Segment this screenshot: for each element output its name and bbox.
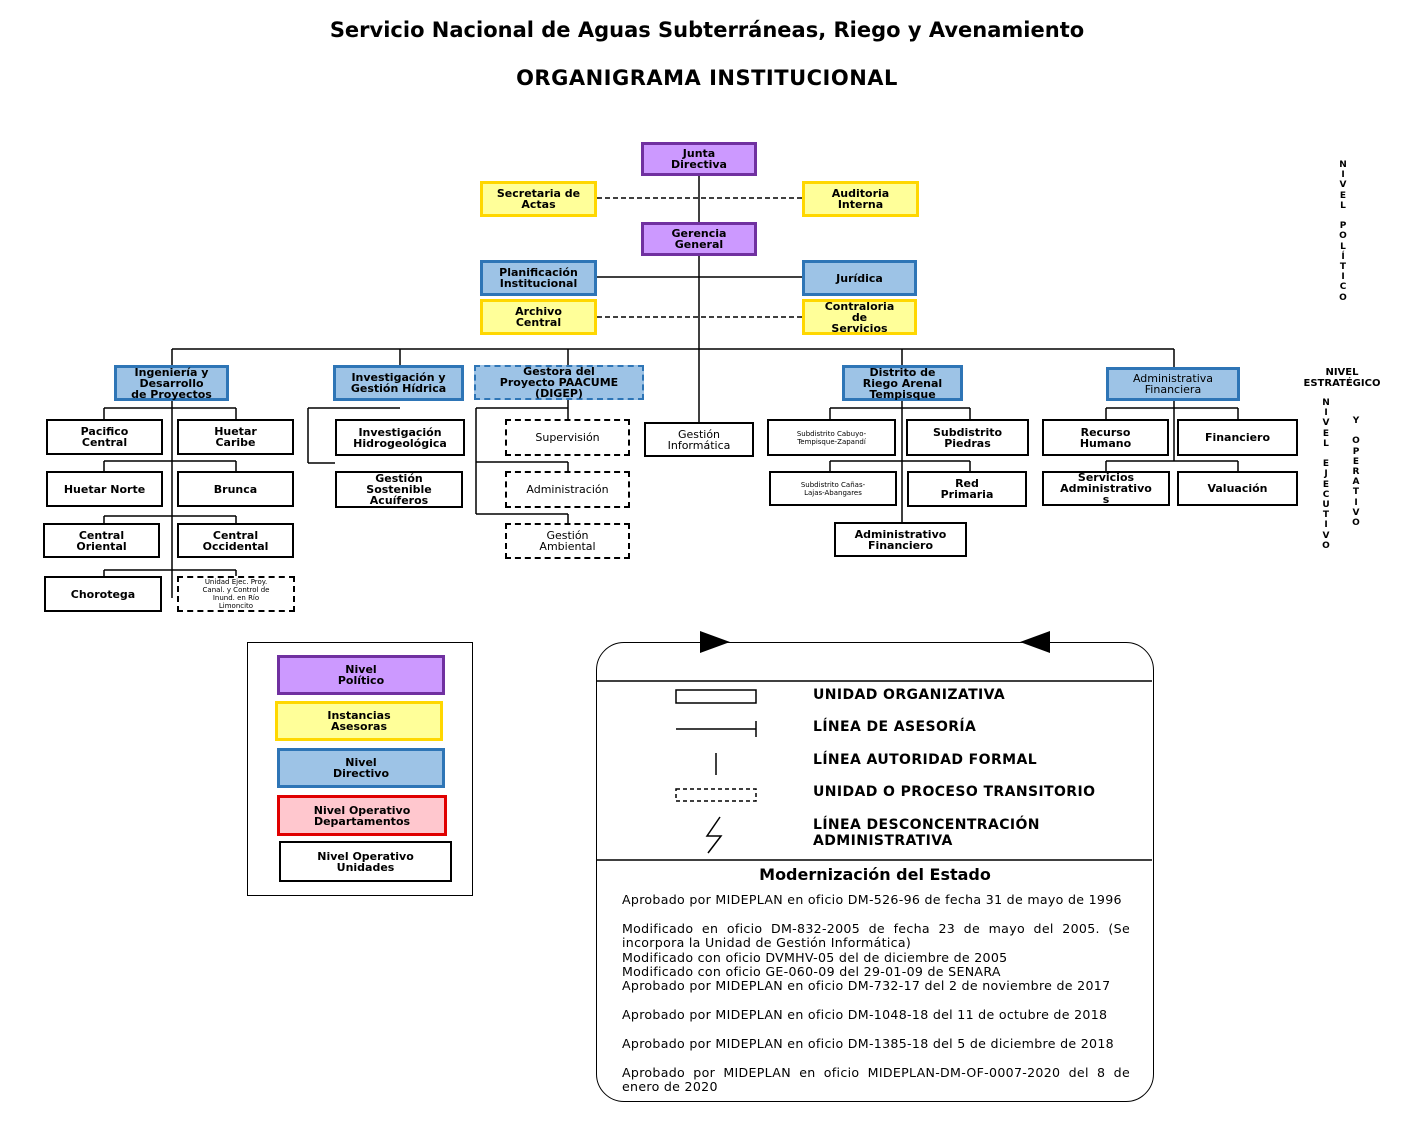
color-legend: Nivel Político Instancias Asesoras Nivel… (247, 642, 473, 896)
legend-instancias-asesoras: Instancias Asesoras (275, 701, 443, 741)
symbol-unidad-transitoria: UNIDAD O PROCESO TRANSITORIO (813, 784, 1096, 800)
box-gestion-informatica: Gestión Informática (644, 422, 754, 457)
box-huetar-norte: Huetar Norte (46, 471, 163, 507)
box-servicios-administrativos: Servicios Administrativo s (1042, 471, 1170, 506)
symbol-linea-autoridad: LÍNEA AUTORIDAD FORMAL (813, 752, 1038, 768)
label-nivel-ejecutivo: N I V E L E J E C U T I V O (1322, 398, 1330, 551)
box-central-oriental: Central Oriental (43, 523, 160, 558)
note-4: Modificado con oficio GE-060-09 del 29-0… (622, 964, 1001, 979)
box-pacifico-central: Pacifico Central (46, 419, 163, 455)
page-subtitle: ORGANIGRAMA INSTITUCIONAL (516, 66, 898, 90)
symbol-linea-desconcentracion: LÍNEA DESCONCENTRACIÓN ADMINISTRATIVA (813, 817, 1040, 849)
box-brunca: Brunca (177, 471, 294, 507)
box-investigacion: Investigación y Gestión Hídrica (333, 365, 464, 401)
box-distrito-riego: Distrito de Riego Arenal Tempisque (842, 365, 963, 401)
label-y-operativo: Y O P E R A T I V O (1352, 416, 1360, 529)
box-gestion-ambiental: Gestión Ambiental (505, 523, 630, 559)
box-administrativa-financiera: Administrativa Financiera (1106, 367, 1240, 401)
legend-nivel-operativo-unidades: Nivel Operativo Unidades (279, 841, 452, 882)
box-huetar-caribe: Huetar Caribe (177, 419, 294, 455)
label-nivel-politico: N I V E L P O L Í T I C O (1339, 160, 1347, 303)
symbol-legend: UNIDAD ORGANIZATIVA LÍNEA DE ASESORÍA LÍ… (596, 642, 1154, 1102)
box-subdistrito-canas: Subdistrito Cañas- Lajas-Abangares (769, 471, 897, 506)
symbol-legend-graphics (597, 680, 1152, 861)
note-6: Aprobado por MIDEPLAN en oficio DM-1048-… (622, 1007, 1108, 1022)
box-gestora-paacume: Gestora del Proyecto PAACUME (DIGEP) (474, 365, 644, 400)
box-junta-directiva: Junta Directiva (641, 142, 757, 176)
box-planificacion: Planificación Institucional (480, 260, 597, 296)
box-subdistrito-cabuyo: Subdistrito Cabuyo- Tempisque-Zapandí (767, 419, 896, 456)
box-contraloria: Contraloria de Servicios (802, 299, 917, 335)
note-7: Aprobado por MIDEPLAN en oficio DM-1385-… (622, 1036, 1114, 1051)
box-gerencia-general: Gerencia General (641, 222, 757, 256)
box-recurso-humano: Recurso Humano (1042, 419, 1169, 456)
box-chorotega: Chorotega (44, 576, 162, 612)
box-secretaria-actas: Secretaria de Actas (480, 181, 597, 217)
box-valuacion: Valuación (1177, 471, 1298, 506)
box-red-primaria: Red Primaria (907, 471, 1027, 507)
note-8: Aprobado por MIDEPLAN en oficio MIDEPLAN… (622, 1065, 1130, 1095)
symbol-linea-asesoria: LÍNEA DE ASESORÍA (813, 719, 977, 735)
box-gestion-acuiferos: Gestión Sostenible Acuíferos (335, 471, 463, 508)
legend-nivel-operativo-departamentos: Nivel Operativo Departamentos (277, 795, 447, 836)
box-administracion: Administración (505, 471, 630, 508)
note-5: Aprobado por MIDEPLAN en oficio DM-732-1… (622, 978, 1111, 993)
modernizacion-title: Modernización del Estado (759, 865, 991, 884)
box-unidad-ejecutora: Unidad Ejec. Proy. Canal. y Control de I… (177, 576, 295, 612)
box-supervision: Supervisión (505, 419, 630, 456)
symbol-unidad-organizativa: UNIDAD ORGANIZATIVA (813, 687, 1006, 703)
note-2: Modificado en oficio DM-832-2005 de fech… (622, 921, 1130, 951)
box-archivo-central: Archivo Central (480, 299, 597, 335)
legend-nivel-directivo: Nivel Directivo (277, 748, 445, 788)
box-central-occidental: Central Occidental (177, 523, 294, 558)
note-3: Modificado con oficio DVMHV-05 del de di… (622, 950, 1008, 965)
box-inv-hidrogeologica: Investigación Hidrogeológica (335, 419, 465, 456)
page-title: Servicio Nacional de Aguas Subterráneas,… (329, 18, 1085, 42)
box-financiero: Financiero (1177, 419, 1298, 456)
box-administrativo-financiero: Administrativo Financiero (834, 522, 967, 557)
box-auditoria-interna: Auditoria Interna (802, 181, 919, 217)
box-subdistrito-piedras: Subdistrito Piedras (906, 419, 1029, 456)
box-juridica: Jurídica (802, 260, 917, 296)
legend-nivel-politico: Nivel Político (277, 655, 445, 695)
box-ingenieria: Ingeniería y Desarrollo de Proyectos (114, 365, 229, 401)
label-nivel-estrategico: NIVEL ESTRATÉGICO (1303, 367, 1381, 389)
note-1: Aprobado por MIDEPLAN en oficio DM-526-9… (622, 892, 1122, 907)
